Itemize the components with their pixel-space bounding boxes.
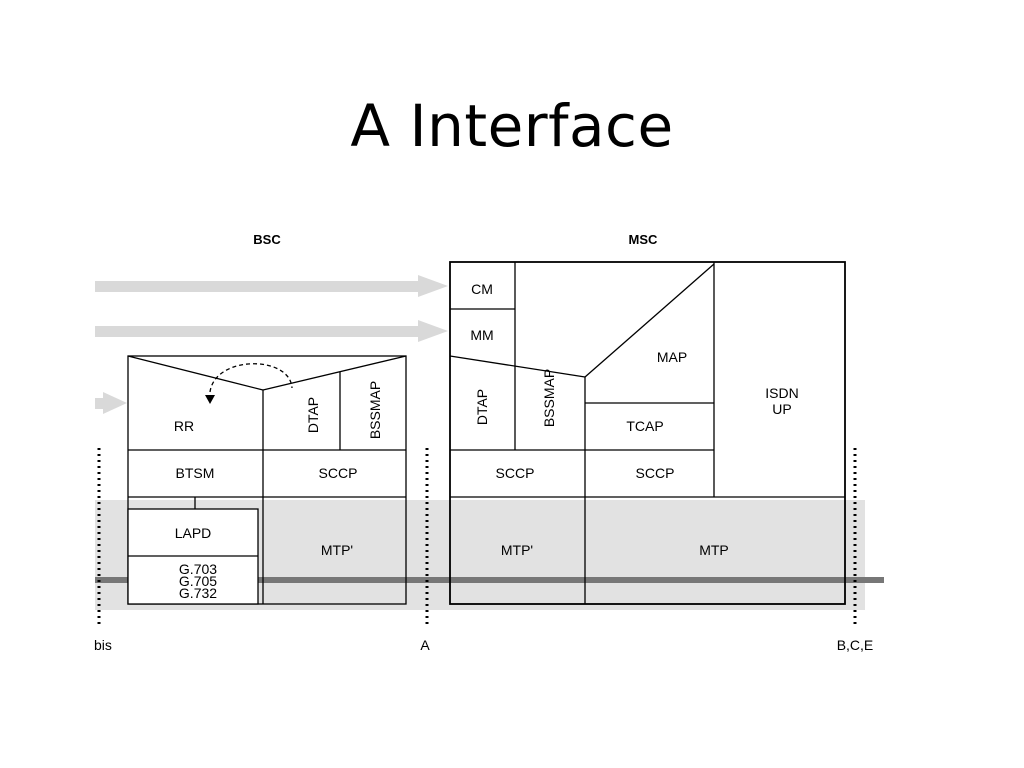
rr-arrowhead <box>205 395 215 404</box>
msc-header: MSC <box>629 232 659 247</box>
msc-up-label: UP <box>772 401 791 417</box>
msc-sccp-left-label: SCCP <box>496 465 535 481</box>
slide-title: A Interface <box>350 92 674 160</box>
msc-cm-label: CM <box>471 281 493 297</box>
msc-mm-label: MM <box>470 327 493 343</box>
flow-arrow-mm <box>95 320 448 342</box>
bsc-btsm-label: BTSM <box>176 465 215 481</box>
msc-mtp-right-label: MTP <box>699 542 729 558</box>
msc-dtap-label: DTAP <box>474 389 490 425</box>
abis-interface-label: bis <box>94 637 112 653</box>
flow-arrow-rr <box>95 392 127 414</box>
rr-dashed-arrow <box>209 363 293 393</box>
bsc-g703-label: G.703 <box>179 561 217 577</box>
bsc-g732-label: G.732 <box>179 585 217 601</box>
bsc-g705-label: G.705 <box>179 573 217 589</box>
msc-isdn-label: ISDN <box>765 385 798 401</box>
bce-interface-label: B,C,E <box>837 637 874 653</box>
bsc-rr-label: RR <box>174 418 194 434</box>
bsc-bssmap-label: BSSMAP <box>367 381 383 439</box>
flow-arrow-cm <box>95 275 448 297</box>
bsc-stack <box>127 355 407 605</box>
msc-sccp-right-label: SCCP <box>636 465 675 481</box>
msc-map-label: MAP <box>657 349 687 365</box>
interface-dotted-lines <box>97 448 857 628</box>
bsc-sccp-label: SCCP <box>319 465 358 481</box>
a-interface-label: A <box>420 637 430 653</box>
msc-tcap-label: TCAP <box>626 418 663 434</box>
bsc-lapd-label: LAPD <box>175 525 212 541</box>
msc-stack <box>449 261 846 605</box>
bsc-dtap-label: DTAP <box>305 397 321 433</box>
msc-bssmap-label: BSSMAP <box>541 369 557 427</box>
msc-mtp-left-label: MTP' <box>501 542 533 558</box>
bsc-mtp-label: MTP' <box>321 542 353 558</box>
bsc-header: BSC <box>253 232 281 247</box>
